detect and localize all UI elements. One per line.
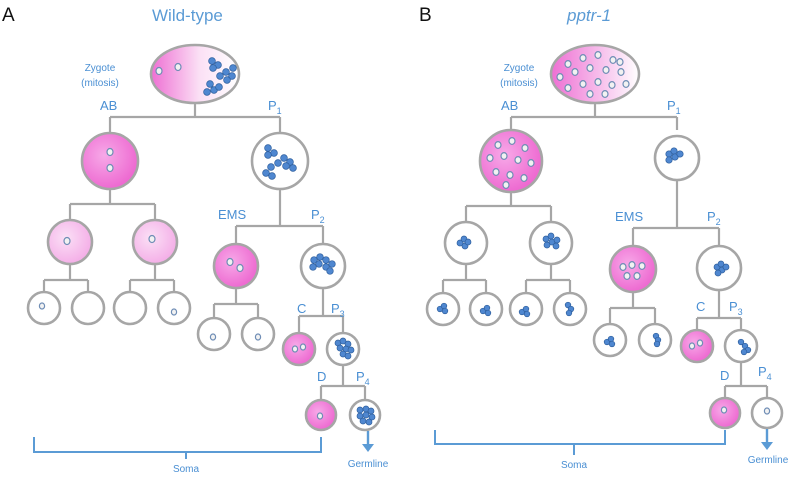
panel-b-abp-cell <box>528 220 574 266</box>
panel-a-germline-label: Germline <box>348 459 389 470</box>
panel-b-ab-granddaughter-1 <box>425 291 461 327</box>
panel-a-p4-label: P4 <box>356 369 370 387</box>
panel-b-ems-cell <box>608 244 658 294</box>
panel-a-p1-label: P1 <box>268 98 282 116</box>
panel-b-ab-granddaughter-4 <box>552 291 588 327</box>
panel-a-zygote-label: Zygote <box>85 63 116 74</box>
panel-a-p2-granule-cluster <box>309 253 336 275</box>
panel-b-p3-label: P3 <box>729 299 743 317</box>
panel-b-germline-label: Germline <box>748 455 789 466</box>
panel-b-ems-daughter-2 <box>637 322 673 358</box>
panel-a-ems-daughter-1 <box>196 316 232 352</box>
panel-b-soma-bracket <box>434 430 726 455</box>
panel-b-zygote-sublabel: (mitosis) <box>500 78 538 89</box>
panel-a-aba-cell <box>46 218 94 266</box>
panel-a-soma-label: Soma <box>173 464 200 475</box>
panel-b-letter: B <box>419 5 432 26</box>
panel-a-c-label: C <box>297 301 306 316</box>
panel-a-lineage-lines <box>42 103 367 400</box>
panel-b-ab-cell <box>478 128 544 194</box>
panel-a-p3-cell <box>325 331 361 367</box>
panel-b-aba-granule-cluster <box>456 235 472 250</box>
panel-a-germline-arrow <box>362 431 374 452</box>
panel-a-zygote-sublabel: (mitosis) <box>81 78 119 89</box>
panel-a-soma-bracket <box>33 437 322 459</box>
panel-a-ems-label: EMS <box>218 207 247 222</box>
panel-b-p4-label: P4 <box>758 364 772 382</box>
panel-a-ab-label: AB <box>100 98 117 113</box>
panel-a-d-label: D <box>317 369 326 384</box>
panel-b-zygote-nuclei <box>556 50 630 98</box>
panel-b-aba-cell <box>443 220 489 266</box>
panel-b-title: pptr-1 <box>566 6 611 25</box>
panel-b-p2-cell <box>695 244 743 292</box>
panel-a-zygote-cell <box>149 43 241 105</box>
panel-b-p3-granule-cluster <box>737 338 752 356</box>
panel-a-ab-cell <box>80 131 140 191</box>
panel-a-d-cell <box>304 398 338 432</box>
panel-b-soma-label: Soma <box>561 460 588 471</box>
panel-b-p1-cell <box>653 134 701 182</box>
panel-a-p3-label: P3 <box>331 301 345 319</box>
panel-b-ab-label: AB <box>501 98 518 113</box>
panel-a-p1-cell <box>250 131 310 191</box>
panel-a-ems-cell <box>212 242 260 290</box>
panel-b-zygote-label: Zygote <box>504 63 535 74</box>
panel-a-title: Wild-type <box>152 6 223 25</box>
panel-a-p1-granule-cluster <box>262 144 297 180</box>
panel-b-zygote-cell <box>549 43 641 105</box>
panel-a-p4-granule-cluster <box>356 405 376 426</box>
panel-b-d-cell <box>708 396 742 430</box>
panel-b: B pptr-1 <box>419 5 789 471</box>
panel-b-p2-label: P2 <box>707 209 721 227</box>
panel-b-p4-cell <box>750 396 784 430</box>
panel-a-ems-daughter-2 <box>240 316 276 352</box>
panel-a: A Wild-type <box>2 5 389 475</box>
panel-a-p2-label: P2 <box>311 207 325 225</box>
panel-a-p3-granule-cluster <box>334 337 355 360</box>
panel-b-c-label: C <box>696 299 705 314</box>
panel-b-ab-nuclei <box>486 137 535 190</box>
panel-a-ab-granddaughter-3 <box>112 290 148 326</box>
panel-a-p4-cell <box>348 398 382 432</box>
panel-b-ems-daughter-1 <box>592 322 628 358</box>
panel-b-ab-granddaughter-2 <box>468 291 504 327</box>
panel-b-d-label: D <box>720 368 729 383</box>
panel-a-ab-granddaughter-4 <box>156 290 192 326</box>
panel-b-p1-granule-cluster <box>665 147 684 164</box>
panel-b-abp-granule-cluster <box>542 232 561 250</box>
panel-b-germline-arrow <box>761 429 773 450</box>
panel-a-abp-cell <box>131 218 179 266</box>
panel-b-p3-cell <box>723 328 759 364</box>
panel-a-ab-granddaughter-1 <box>26 290 62 326</box>
panel-a-c-cell <box>281 331 317 367</box>
panel-b-p1-label: P1 <box>667 98 681 116</box>
panel-a-ab-granddaughter-2 <box>70 290 106 326</box>
panel-a-p2-cell <box>299 242 347 290</box>
panel-b-c-cell <box>679 328 715 364</box>
panel-b-ab-granddaughter-3 <box>508 291 544 327</box>
panel-a-letter: A <box>2 5 15 26</box>
panel-a-zygote-granule-cluster <box>203 57 237 96</box>
panel-b-ems-label: EMS <box>615 209 644 224</box>
panel-b-lineage-lines <box>441 103 769 398</box>
panel-b-p2-granule-cluster <box>713 260 730 277</box>
